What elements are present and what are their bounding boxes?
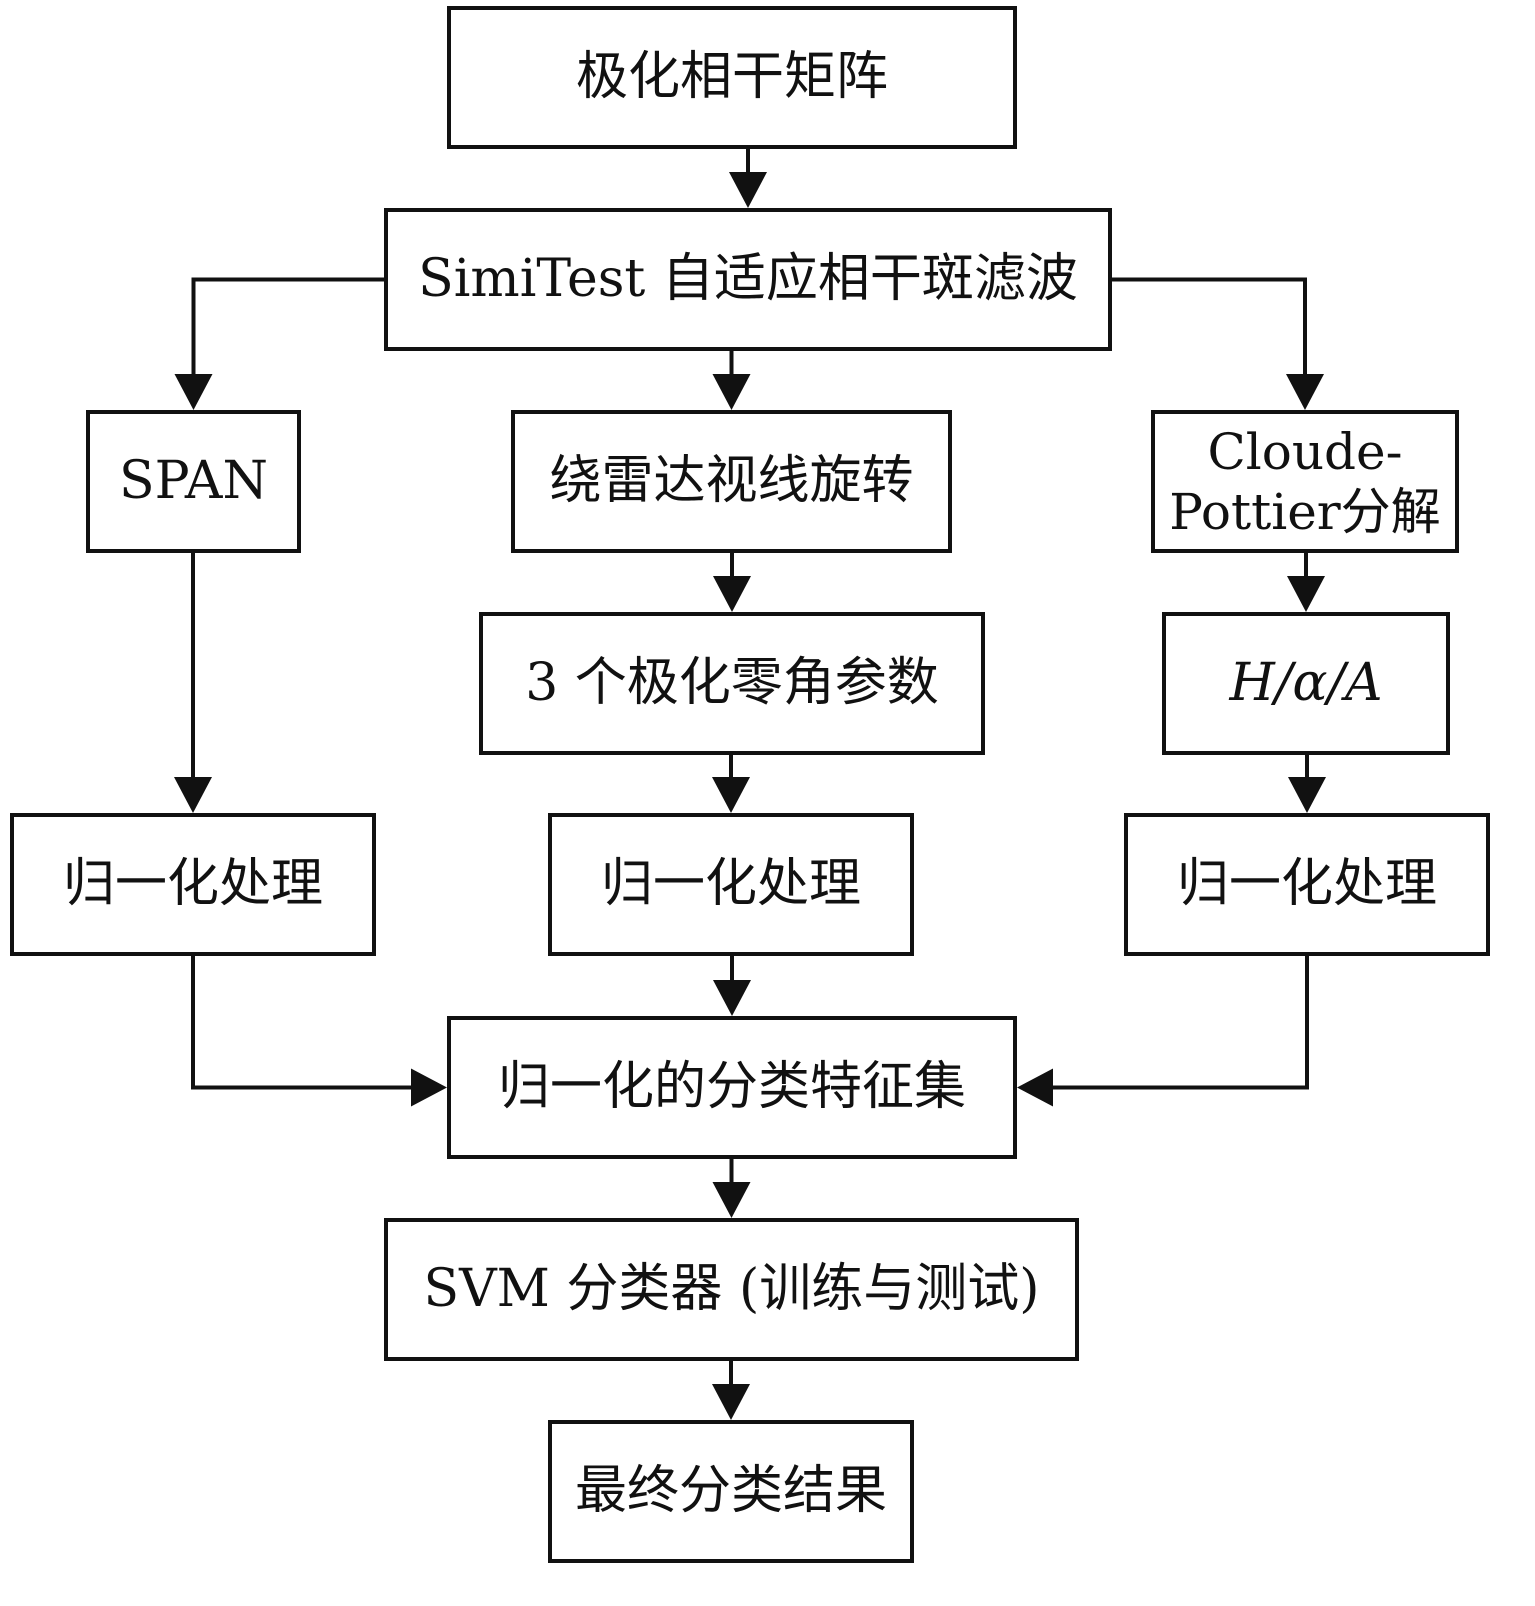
edge-speckle-filter-to-span xyxy=(174,277,384,410)
node-null-angle-params: 3 个极化零角参数 xyxy=(479,612,985,755)
node-feature-set: 归一化的分类特征集 xyxy=(447,1016,1017,1159)
arrowhead-icon xyxy=(1288,777,1326,813)
connector-line xyxy=(1112,277,1307,374)
node-speckle-filter: SimiTest 自适应相干斑滤波 xyxy=(384,208,1112,351)
node-label: 归一化处理 xyxy=(1176,854,1437,915)
arrowhead-icon xyxy=(1017,1068,1053,1107)
connector-line xyxy=(191,277,384,374)
node-label: 极化相干矩阵 xyxy=(575,47,888,108)
edge-span-to-normalize-left xyxy=(174,553,212,813)
edge-speckle-filter-to-rotation xyxy=(712,351,751,410)
node-normalize-left: 归一化处理 xyxy=(10,813,376,956)
edge-feature-set-to-svm xyxy=(712,1159,751,1218)
arrowhead-icon xyxy=(174,374,213,410)
arrowhead-icon xyxy=(411,1068,447,1107)
node-label: 绕雷达视线旋转 xyxy=(549,451,914,512)
edge-h-alpha-a-to-normalize-right xyxy=(1288,755,1326,813)
connector-line xyxy=(191,956,411,1090)
node-label: 3 个极化零角参数 xyxy=(525,653,939,714)
arrowhead-icon xyxy=(1287,576,1325,612)
edge-rotation-to-null-angle-params xyxy=(713,553,751,612)
arrowhead-icon xyxy=(712,1384,750,1420)
arrowhead-icon xyxy=(712,1182,751,1218)
node-label: 最终分类结果 xyxy=(574,1461,887,1522)
edge-svm-to-result xyxy=(712,1361,750,1420)
node-coherency-matrix: 极化相干矩阵 xyxy=(447,6,1017,149)
node-result: 最终分类结果 xyxy=(548,1420,914,1563)
edge-normalize-left-to-feature-set xyxy=(191,956,447,1107)
edge-coherency-matrix-to-speckle-filter xyxy=(729,149,767,208)
node-label: SimiTest 自适应相干斑滤波 xyxy=(418,249,1078,310)
node-span: SPAN xyxy=(86,410,301,553)
arrowhead-icon xyxy=(1286,374,1324,410)
node-label: Cloude- Pottier分解 xyxy=(1169,422,1441,541)
node-label: 归一化的分类特征集 xyxy=(497,1057,966,1118)
arrowhead-icon xyxy=(174,777,212,813)
edge-normalize-center-to-feature-set xyxy=(713,956,751,1016)
arrowhead-icon xyxy=(713,980,751,1016)
node-rotation: 绕雷达视线旋转 xyxy=(511,410,952,553)
node-label: SPAN xyxy=(119,451,268,512)
node-h-alpha-a: H/α/A xyxy=(1162,612,1450,755)
edge-cloude-pottier-to-h-alpha-a xyxy=(1287,553,1325,612)
edge-null-angle-params-to-normalize-center xyxy=(712,755,750,813)
node-label: SVM 分类器 (训练与测试) xyxy=(423,1259,1040,1320)
arrowhead-icon xyxy=(712,374,751,410)
node-label: 归一化处理 xyxy=(600,854,861,915)
node-label: 归一化处理 xyxy=(62,854,323,915)
node-cloude-pottier: Cloude- Pottier分解 xyxy=(1151,410,1459,553)
arrowhead-icon xyxy=(713,576,751,612)
edge-speckle-filter-to-cloude-pottier xyxy=(1112,277,1324,410)
arrowhead-icon xyxy=(712,777,750,813)
node-label: H/α/A xyxy=(1229,653,1383,714)
edge-normalize-right-to-feature-set xyxy=(1017,956,1309,1107)
node-normalize-right: 归一化处理 xyxy=(1124,813,1490,956)
connector-line xyxy=(1053,956,1309,1090)
arrowhead-icon xyxy=(729,172,767,208)
node-svm: SVM 分类器 (训练与测试) xyxy=(384,1218,1079,1361)
node-normalize-center: 归一化处理 xyxy=(548,813,914,956)
